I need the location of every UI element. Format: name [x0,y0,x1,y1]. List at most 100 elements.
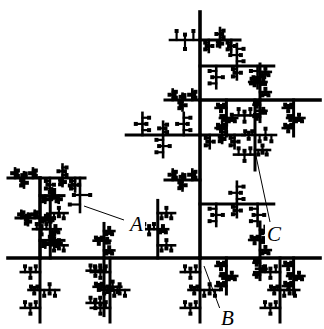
fractal-tip [233,71,237,75]
fractal-tip [253,101,257,105]
fractal-tip [28,267,32,271]
fractal-tip [164,214,168,218]
fractal-tip [253,259,257,263]
fractal-tip [300,277,304,281]
fractal-tip [112,294,116,298]
fractal-tip [266,93,270,97]
fractal-tip [262,213,266,217]
fractal-tip [237,107,241,111]
fractal-tip [247,137,251,141]
fractal-tip [221,75,225,79]
fractal-tip [52,188,56,192]
fractal-tip [230,271,234,275]
fractal-tip [218,139,222,143]
fractal [8,12,320,322]
fractal-tip [147,128,151,132]
fractal-tip [53,224,57,228]
fractal-tip [28,276,32,280]
fractal-tip [205,140,209,144]
fractal-tip [286,267,290,271]
fractal-tip [263,82,267,86]
fractal-tip [65,165,69,169]
fractal-tip [242,185,246,189]
fractal-tip [223,137,227,141]
fractal-tip [169,249,173,253]
fractal-tip [187,173,191,177]
fractal-tip [219,109,223,113]
fractal-tip [229,136,233,140]
fractal-tip [239,191,243,195]
fractal-tip [154,150,158,154]
fractal-tip [147,232,151,236]
fractal-tip [283,281,287,285]
fractal-tip [48,291,52,295]
fractal-tip [188,312,192,316]
fractal-tip [63,180,67,184]
fractal-branch [256,110,260,113]
fractal-tip [243,110,247,114]
point-label: A [128,214,145,235]
fractal-tip [110,252,114,256]
fractal-tip [249,219,253,223]
fractal-tip [19,183,23,187]
fractal-tip [29,285,33,289]
fractal-tip [219,114,223,118]
fractal-tip [216,44,220,48]
fractal-tip [216,281,220,285]
fractal-tip [243,159,247,163]
fractal-tip [40,232,44,236]
fractal-tip [239,71,243,75]
leader-line [84,206,124,220]
fractal-tip [210,213,214,217]
fractal-tip [62,249,66,253]
fractal-tip [57,206,61,210]
fractal-tip [224,130,228,134]
fractal-tip [188,128,192,132]
fractal-tip [237,146,241,150]
fractal-tip [45,183,49,187]
fractal-tip [263,111,267,115]
fractal-tip [164,206,168,210]
fractal-tip [56,169,60,173]
fractal-tip [52,249,56,253]
fractal-tip [208,81,212,85]
fractal-tip [17,212,21,216]
fractal-tip [147,224,151,228]
fractal-tip [208,207,212,211]
fractal-tip [10,171,14,175]
fractal-tip [208,219,212,223]
fractal-tip [250,77,254,81]
fractal-tip [32,291,36,295]
fractal-tip [35,210,39,214]
fractal-tip [165,130,169,134]
fractal-tip [233,277,237,281]
fractal-tip [237,140,241,144]
fractal-tip [253,271,257,275]
fractal-tip [219,267,223,271]
fractal-tip [219,272,223,276]
fractal-tip [35,222,39,226]
fractal-branch [256,66,259,88]
fractal-tip [188,116,192,120]
fractal-tip [274,264,278,268]
fractal-tip [44,179,48,183]
fractal-tip [118,282,122,286]
fractal-tip [28,312,32,316]
fractal-tip [269,285,273,289]
fractal-tip [266,251,270,255]
fractal-tip [268,276,272,280]
fractal-tip [94,236,98,240]
fractal-tip [48,219,52,223]
fractal-tip [212,140,216,144]
point-label: B [219,308,236,329]
fractal-tip [68,183,72,187]
fractal-tip [55,199,59,203]
fractal-tip [110,232,114,236]
fractal-tip [107,245,111,249]
fractal-tip [24,222,28,226]
fractal-tip [59,242,63,246]
fractal-tip [56,230,60,234]
fractal-tip [160,249,164,253]
fractal-tip [157,144,161,148]
fractal-tip [144,122,148,126]
